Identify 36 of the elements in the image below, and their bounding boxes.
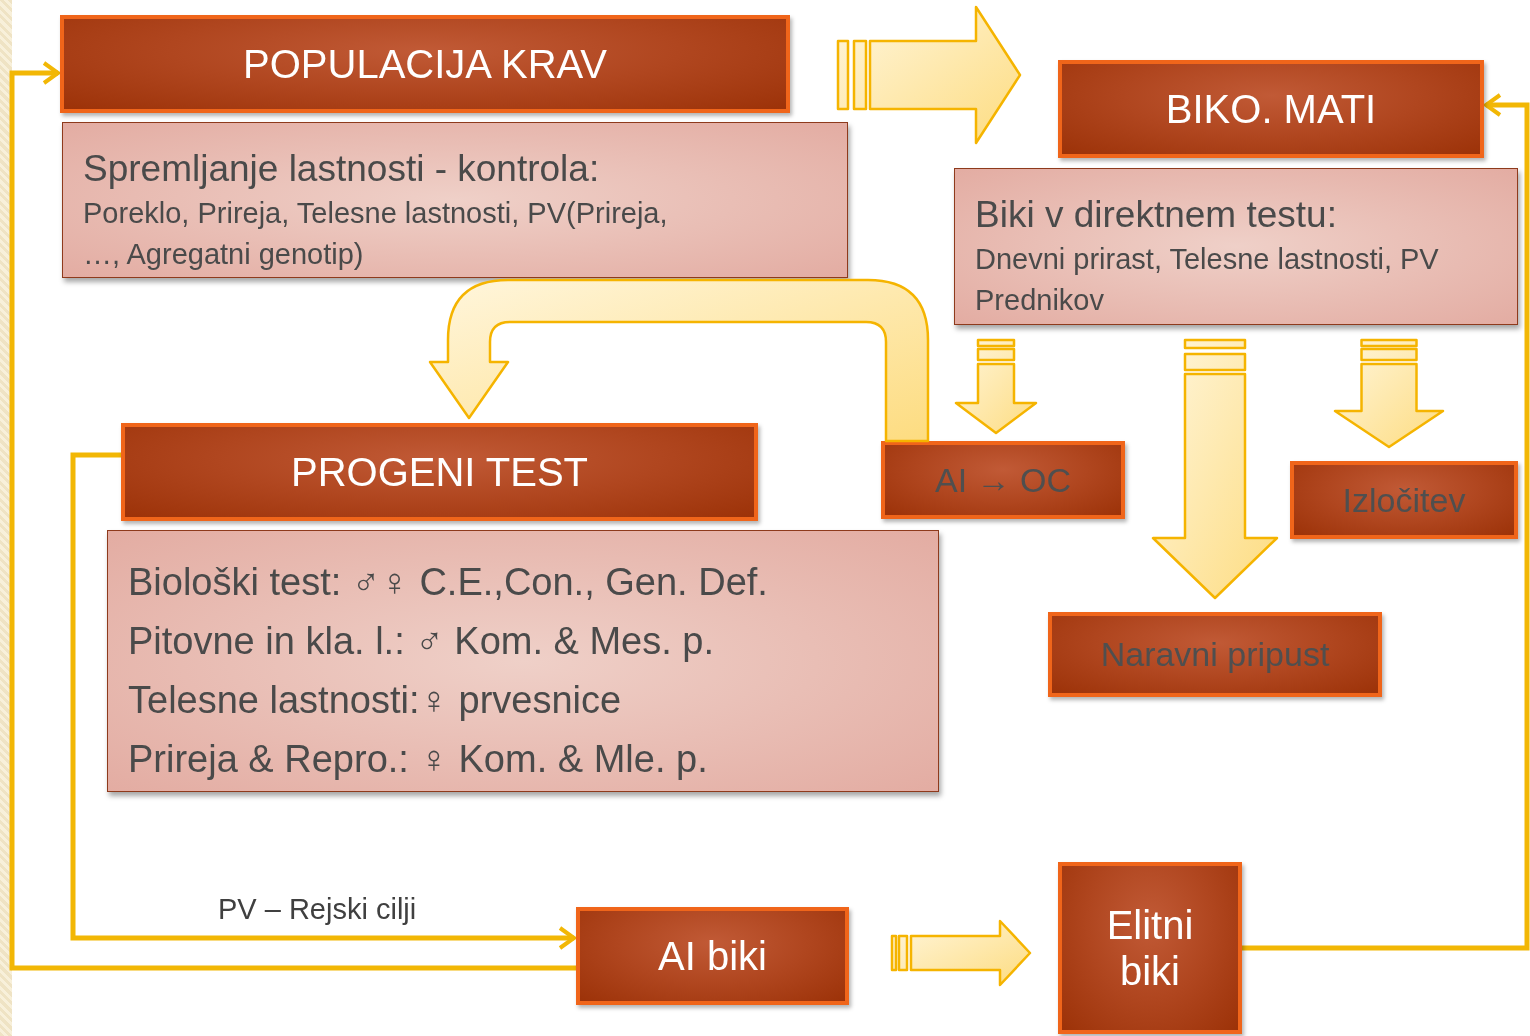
title-box [1058,60,1484,158]
title-box [60,15,790,113]
connector-arrow [1242,93,1530,951]
body-text: Pitovne in kla. l.: ♂ Kom. & Mes. p. [128,618,716,664]
title-text: Naravni pripust [1100,635,1330,674]
title-text: BIKO. MATI [1165,86,1377,132]
body-text: Dnevni prirast, Telesne lastnosti, PV Prednikov [975,242,1440,318]
title-text: Elitni biki [1105,902,1195,994]
title-text: PROGENI TEST [290,449,589,495]
body-text: Poreklo, Prireja, Telesne lastnosti, PV(Prireja, …, Agregatni genotip) [83,196,669,272]
body-text: Telesne lastnosti:♀ prvesnice [128,677,623,723]
block-arrow [954,338,1038,435]
connector-arrow [70,452,576,950]
title-text: AI → OC [935,460,1071,500]
block-arrow [428,278,930,443]
title-box [121,423,758,521]
title-box [576,907,849,1005]
description-box [62,122,848,278]
title-box [1048,612,1382,697]
title-text: AI biki [658,933,767,979]
title-box [881,441,1125,519]
title-box [1058,862,1242,1034]
block-arrow [836,5,1022,145]
title-text: Izločitev [1342,480,1466,520]
heading-text: Biološki test: ♂♀ C.E.,Con., Gen. Def. [128,560,769,605]
title-text: POPULACIJA KRAV [243,41,607,87]
block-arrow [1333,338,1445,449]
title-box [1290,461,1518,539]
block-arrow [1151,338,1279,600]
block-arrow [890,919,1032,987]
connector-arrow [9,61,576,971]
heading-text: Spremljanje lastnosti - kontrola: [83,147,601,191]
heading-text: Biki v direktnem testu: [975,193,1338,237]
description-box [107,530,939,792]
description-box [954,168,1518,325]
body-text: Prireja & Repro.: ♀ Kom. & Mle. p. [128,736,709,782]
